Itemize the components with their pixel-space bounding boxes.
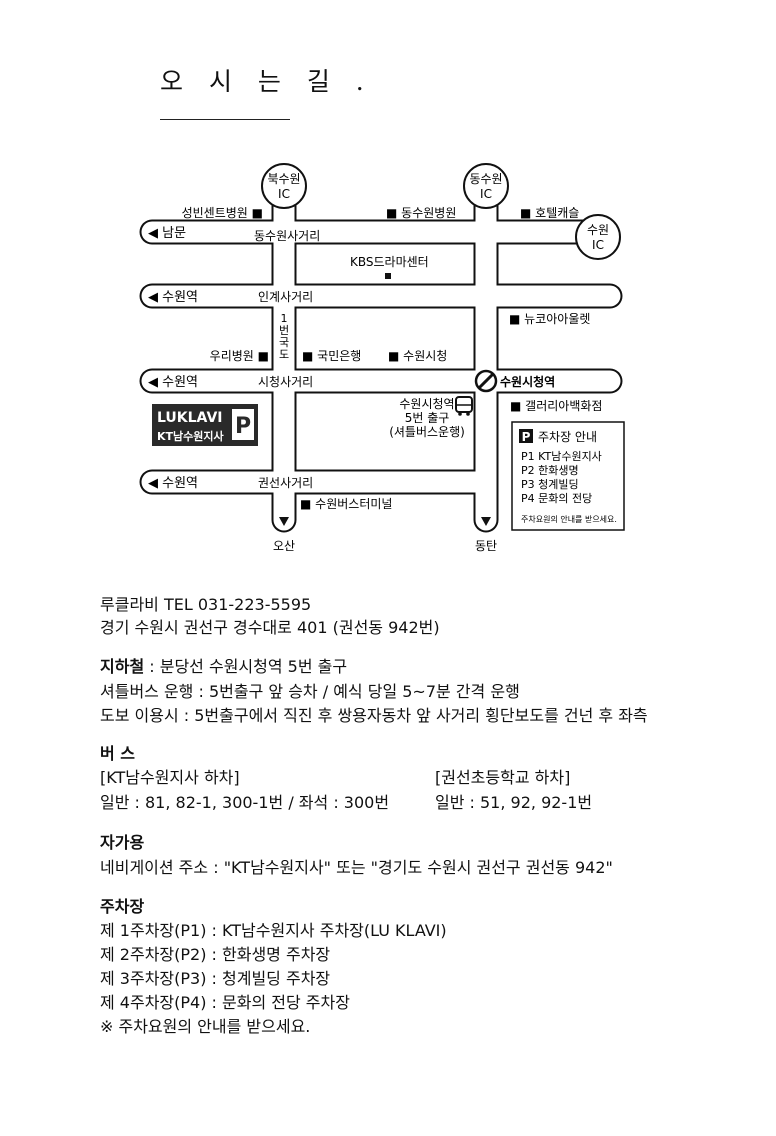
- road-fills: [141, 187, 621, 531]
- east-ic-name: 동수원: [469, 172, 502, 186]
- title-underline: [160, 119, 290, 120]
- subway-detail: : 분당선 수원시청역 5번 출구: [144, 657, 348, 676]
- svg-text:5번 출구: 5번 출구: [405, 411, 450, 425]
- landmark-woori-hospital: 우리병원 ■: [210, 349, 269, 363]
- parking-line-2: 제 2주차장(P2) : 한화생명 주차장: [100, 945, 331, 964]
- venue-parking-symbol: P: [235, 414, 251, 439]
- subway-line: 지하철 : 분당선 수원시청역 5번 출구: [100, 656, 347, 678]
- parking-p3: P3 청계빌딩: [521, 478, 579, 491]
- parking-note: 주차요원의 안내를 받으세요.: [521, 514, 617, 524]
- parking-line-1: 제 1주차장(P1) : KT남수원지사 주차장(LU KLAVI): [100, 921, 447, 940]
- address-line: 경기 수원시 권선구 경수대로 401 (권선동 942번): [100, 618, 440, 637]
- svg-text:수원시청역: 수원시청역: [399, 397, 454, 411]
- parking-heading: 주차장: [100, 897, 145, 916]
- direction-osan: 오산: [273, 539, 295, 553]
- walk-line: 도보 이용시 : 5번출구에서 직진 후 쌍용자동차 앞 사거리 횡단보도를 건…: [100, 706, 648, 725]
- kbs-marker: [385, 273, 391, 279]
- car-heading: 자가용: [100, 833, 145, 852]
- exit-label: 수원시청역 5번 출구 (셔틀버스운행): [389, 397, 465, 439]
- shuttle-line: 셔틀버스 운행 : 5번출구 앞 승차 / 예식 당일 5~7분 간격 운행: [100, 682, 520, 701]
- landmark-hotel-castle: ■ 호텔캐슬: [520, 206, 579, 220]
- east-ic-label: IC: [480, 187, 492, 201]
- parking-info-box: P 주차장 안내 P1 KT남수원지사 P2 한화생명 P3 청계빌딩 P4 문…: [511, 421, 625, 531]
- direction-suwon-station-2: ◀ 수원역: [148, 375, 198, 390]
- parking-line-4: 제 4주차장(P4) : 문화의 전당 주차장: [100, 993, 350, 1012]
- direction-suwon-station-1: ◀ 수원역: [148, 290, 198, 305]
- bus-routes-gwonseon: 일반 : 51, 92, 92-1번: [435, 793, 593, 812]
- north-ic-label: IC: [278, 187, 290, 201]
- svg-text:(셔틀버스운행): (셔틀버스운행): [389, 424, 465, 439]
- national-road-label: 1 번 국 도: [279, 312, 289, 361]
- east-suwon-ic: 동수원 IC: [463, 163, 509, 209]
- suwon-ic: 수원 IC: [575, 214, 621, 260]
- svg-text:도: 도: [279, 348, 289, 361]
- landmark-bus-terminal: ■ 수원버스터미널: [300, 497, 392, 511]
- cityhall-intersection: 시청사거리: [258, 375, 313, 389]
- south-arrow-dongtan: [481, 517, 491, 526]
- subway-station-label: 수원시청역: [500, 374, 555, 389]
- suwon-ic-name: 수원: [587, 223, 609, 237]
- ingye-intersection: 인계사거리: [258, 290, 313, 304]
- parking-line-3: 제 3주차장(P3) : 청계빌딩 주차장: [100, 969, 331, 988]
- venue-branch: KT남수원지사: [157, 429, 225, 443]
- bus-stop-gwonseon: [권선초등학교 하차]: [435, 768, 571, 787]
- bus-stop-kt: [KT남수원지사 하차]: [100, 768, 240, 787]
- direction-dongtan: 동탄: [475, 539, 497, 553]
- dongsuwon-intersection: 동수원사거리: [254, 229, 320, 243]
- venue-name: LUKLAVI: [157, 410, 223, 426]
- bus-heading: 버 스: [100, 744, 136, 763]
- parking-p4: P4 문화의 전당: [521, 492, 592, 505]
- parking-icon: P: [522, 430, 531, 444]
- svg-text:1: 1: [281, 312, 288, 325]
- parking-note-line: ※ 주차요원의 안내를 받으세요.: [100, 1017, 311, 1036]
- subway-heading: 지하철: [100, 657, 145, 676]
- landmark-suwon-cityhall: ■ 수원시청: [388, 349, 447, 363]
- north-ic-name: 북수원: [267, 172, 300, 186]
- suwon-ic-label: IC: [592, 238, 604, 252]
- landmark-dongsuwon-hospital: ■ 동수원병원: [386, 206, 456, 220]
- page-title: 오 시 는 길 .: [160, 67, 373, 96]
- subway-station-icon: [474, 369, 498, 393]
- svg-text:국: 국: [279, 336, 289, 349]
- landmark-kbs: KBS드라마센터: [350, 255, 429, 269]
- landmark-newcore: ■ 뉴코아아울렛: [509, 312, 590, 326]
- parking-box-title: 주차장 안내: [538, 430, 597, 444]
- parking-p1: P1 KT남수원지사: [521, 450, 602, 463]
- contact-line: 루클라비 TEL 031-223-5595: [100, 595, 312, 614]
- bus-icon: [455, 396, 473, 416]
- landmark-kookmin-bank: ■ 국민은행: [302, 348, 361, 363]
- venue-marker: LUKLAVI KT남수원지사 P: [152, 404, 258, 446]
- navi-line: 네비게이션 주소 : "KT남수원지사" 또는 "경기도 수원시 권선구 권선동…: [100, 858, 613, 877]
- parking-p2: P2 한화생명: [521, 464, 579, 477]
- gwonseon-intersection: 권선사거리: [258, 476, 313, 490]
- landmark-seongbin-hospital: 성빈센트병원 ■: [182, 206, 263, 220]
- bus-routes-kt: 일반 : 81, 82-1, 300-1번 / 좌석 : 300번: [100, 793, 390, 812]
- north-suwon-ic: 북수원 IC: [261, 163, 307, 209]
- direction-namun: ◀ 남문: [148, 226, 186, 241]
- landmark-galleria: ■ 갤러리아백화점: [510, 399, 602, 413]
- south-arrow-osan: [279, 517, 289, 526]
- direction-suwon-station-3: ◀ 수원역: [148, 476, 198, 491]
- svg-text:번: 번: [279, 324, 289, 337]
- location-map: 북수원 IC 동수원 IC 수원 IC ◀ 남문 ◀ 수원역 ◀ 수원역 ◀ 수…: [139, 163, 625, 553]
